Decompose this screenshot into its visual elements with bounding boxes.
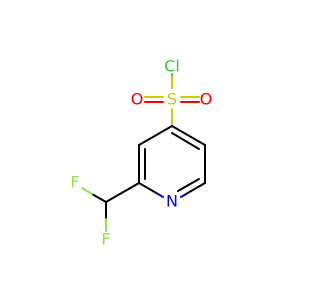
bond-n-c6-b <box>185 182 206 195</box>
bond-chf2-f-top-f-half <box>81 187 93 195</box>
atom-o-right-label: O <box>200 90 213 109</box>
atom-o-left-label: O <box>131 90 144 109</box>
atom-cl-label: Cl <box>164 57 180 76</box>
bond-c5-c4-b <box>171 132 200 150</box>
bond-c4-c3 <box>138 125 173 146</box>
structure-diagram: Cl S O O N F F <box>70 57 212 249</box>
bond-c2-n-n-half <box>157 193 164 198</box>
atom-n-label: N <box>166 192 178 211</box>
bond-chf2-f-top <box>91 193 107 203</box>
molecule-canvas: Cl S O O N F F <box>70 56 213 249</box>
atom-label-group: Cl S O O N F F <box>70 57 212 249</box>
bond-c2-n <box>138 182 159 195</box>
atom-f-bottom-label: F <box>101 230 110 249</box>
bond-c2-chf2 <box>105 182 140 203</box>
atom-f-top-label: F <box>70 173 79 192</box>
bond-c5-c4-a <box>171 125 206 146</box>
atom-s-label: S <box>167 90 177 109</box>
bond-n-c6-c <box>177 178 200 192</box>
bond-group <box>81 73 206 232</box>
